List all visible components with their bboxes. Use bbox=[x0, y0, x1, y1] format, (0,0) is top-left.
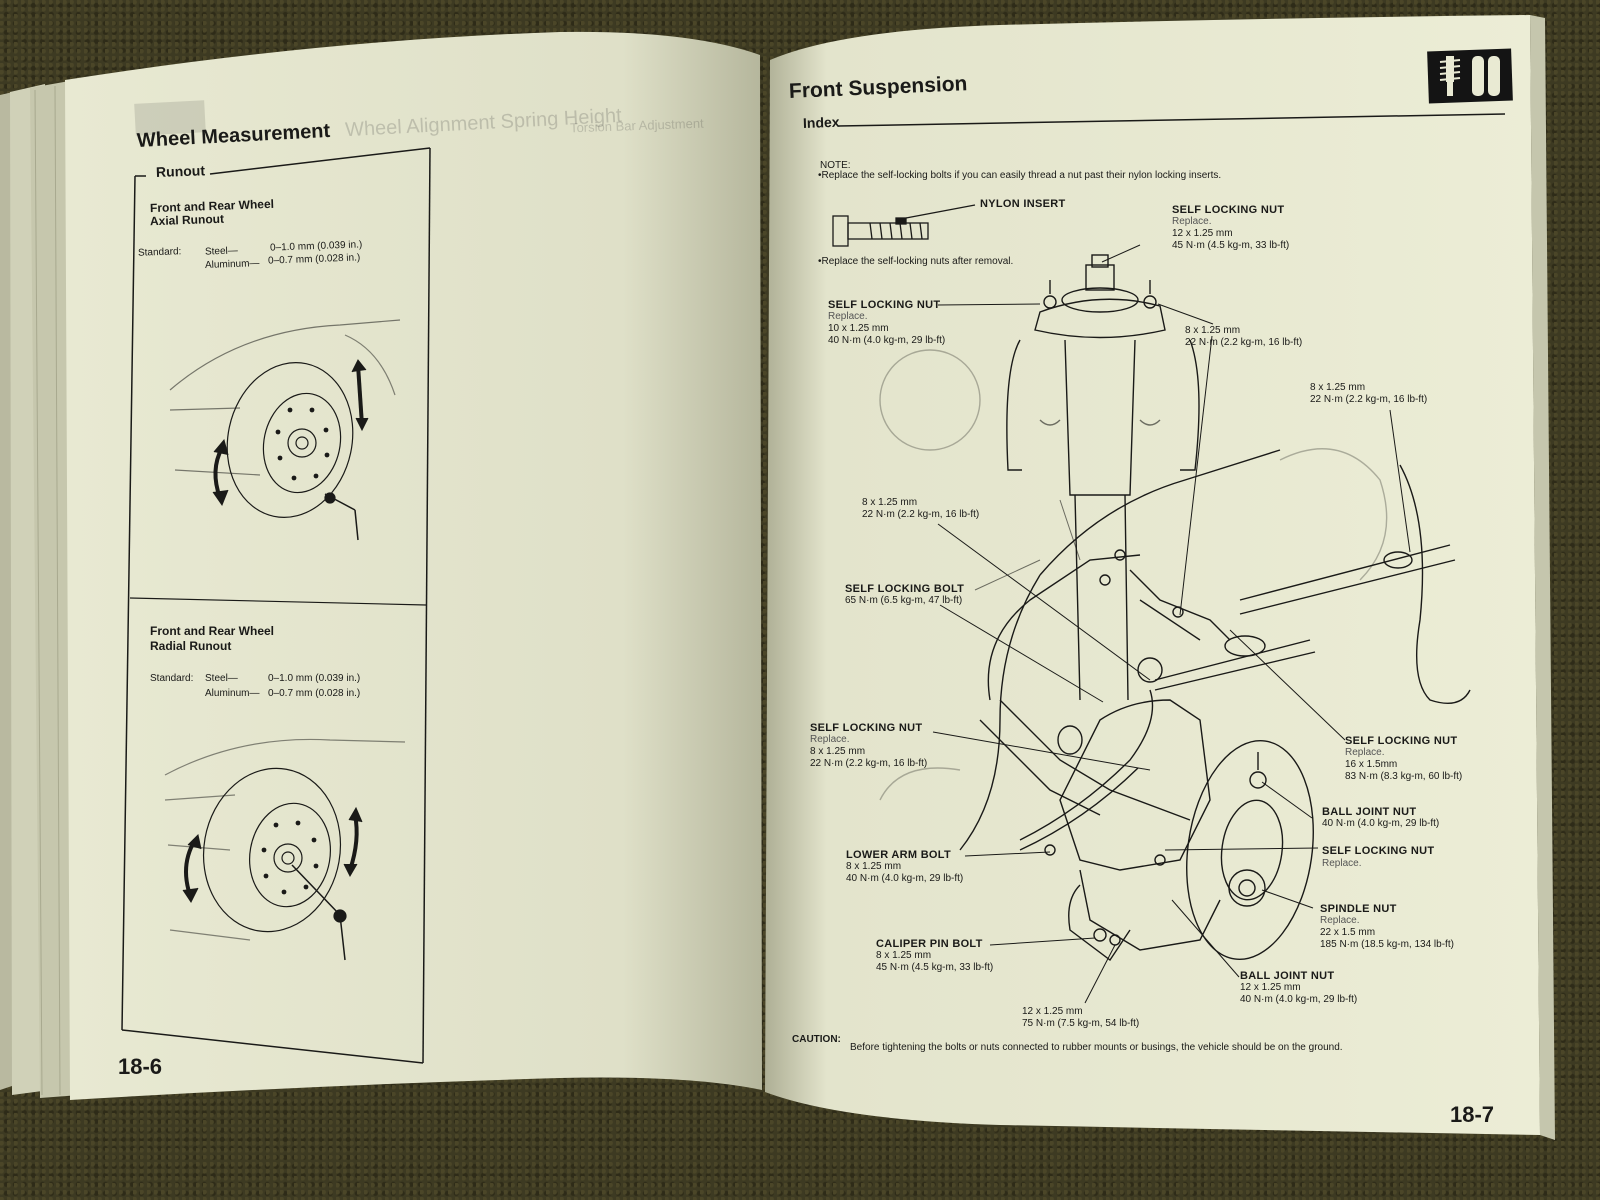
callout-torque: 22 N·m (2.2 kg-m, 16 lb-ft) bbox=[862, 509, 980, 520]
callout-torque: 83 N·m (8.3 kg-m, 60 lb-ft) bbox=[1345, 771, 1463, 782]
callout-size: 10 x 1.25 mm bbox=[828, 323, 889, 334]
callout-title: BALL JOINT NUT bbox=[1240, 970, 1335, 982]
radial-heading-line1: Front and Rear Wheel bbox=[150, 624, 275, 638]
nylon-insert-label: NYLON INSERT bbox=[980, 198, 1066, 210]
callout-title: SELF LOCKING NUT bbox=[1345, 735, 1458, 747]
callout-size: 8 x 1.25 mm bbox=[846, 861, 902, 872]
note-self-locking-nuts: •Replace the self-locking nuts after rem… bbox=[818, 256, 1014, 267]
callout-sub: Replace. bbox=[810, 734, 850, 745]
index-rule bbox=[837, 113, 1506, 127]
callout-sub: Replace. bbox=[828, 311, 868, 322]
radial-steel-value: 0–1.0 mm (0.039 in.) bbox=[268, 673, 361, 684]
caution-label: CAUTION: bbox=[792, 1034, 841, 1045]
radial-heading-line2: Radial Runout bbox=[150, 639, 232, 653]
axial-heading-line2: Axial Runout bbox=[149, 211, 225, 229]
callout-size: 22 x 1.5 mm bbox=[1320, 927, 1376, 938]
right-page-number: 18-7 bbox=[1450, 1102, 1495, 1127]
callout-leader-lines bbox=[932, 244, 1411, 1004]
callout-torque: 40 N·m (4.0 kg-m, 29 lb-ft) bbox=[828, 335, 946, 346]
callout-sub: Replace. bbox=[1320, 915, 1360, 926]
left-page bbox=[65, 31, 762, 1101]
callout-torque: 22 N·m (2.2 kg-m, 16 lb-ft) bbox=[1310, 394, 1428, 405]
left-page-number: 18-6 bbox=[118, 1054, 163, 1079]
callout-size: 8 x 1.25 mm bbox=[1310, 382, 1366, 393]
callout-sub: Replace. bbox=[1172, 216, 1212, 227]
callout-sub: Replace. bbox=[1322, 858, 1362, 869]
callout-torque: 185 N·m (18.5 kg-m, 134 lb-ft) bbox=[1320, 939, 1454, 950]
axial-aluminum-label: Aluminum— bbox=[204, 258, 260, 271]
radial-runout-drawing bbox=[164, 738, 406, 961]
runout-section-heading: Runout bbox=[155, 162, 206, 180]
callout-size: 8 x 1.25 mm bbox=[810, 746, 866, 757]
callout-title: BALL JOINT NUT bbox=[1322, 806, 1417, 818]
callout-title: SPINDLE NUT bbox=[1320, 903, 1397, 915]
runout-frame bbox=[121, 147, 431, 1064]
callout-torque: 45 N·m (4.5 kg-m, 33 lb-ft) bbox=[876, 962, 994, 973]
radial-aluminum-value: 0–0.7 mm (0.028 in.) bbox=[268, 688, 361, 699]
nylon-insert-bolt-drawing bbox=[832, 204, 976, 247]
callout-torque: 40 N·m (4.0 kg-m, 29 lb-ft) bbox=[846, 873, 964, 884]
callout-title: SELF LOCKING NUT bbox=[1322, 845, 1435, 857]
callout-size: 16 x 1.5mm bbox=[1345, 759, 1398, 770]
callout-torque: 22 N·m (2.2 kg-m, 16 lb-ft) bbox=[1185, 337, 1303, 348]
callout-title: LOWER ARM BOLT bbox=[846, 849, 952, 861]
callout-torque: 40 N·m (4.0 kg-m, 29 lb-ft) bbox=[1240, 994, 1358, 1005]
radial-standard-label: Standard: bbox=[150, 673, 194, 684]
note-self-locking-bolts: •Replace the self-locking bolts if you c… bbox=[818, 170, 1222, 181]
bleed-tab bbox=[134, 100, 206, 136]
axial-steel-label: Steel— bbox=[204, 245, 238, 258]
page-stack-right bbox=[1530, 15, 1555, 1140]
axial-standard-label: Standard: bbox=[137, 246, 182, 259]
callout-size: 12 x 1.25 mm bbox=[1240, 982, 1301, 993]
front-suspension-drawing bbox=[879, 254, 1471, 962]
callout-title: CALIPER PIN BOLT bbox=[876, 938, 983, 950]
callout-torque: 40 N·m (4.0 kg-m, 29 lb-ft) bbox=[1322, 818, 1440, 829]
callout-sub: Replace. bbox=[1345, 747, 1385, 758]
callout-size: 12 x 1.25 mm bbox=[1172, 228, 1233, 239]
radial-aluminum-label: Aluminum— bbox=[205, 688, 260, 699]
callout-size: 8 x 1.25 mm bbox=[1185, 325, 1241, 336]
axial-runout-drawing bbox=[169, 319, 401, 541]
caution-text: Before tightening the bolts or nuts conn… bbox=[850, 1042, 1343, 1053]
note-label: NOTE: bbox=[820, 160, 851, 171]
callout-size: 12 x 1.25 mm bbox=[1022, 1006, 1083, 1017]
callout-torque: 45 N·m (4.5 kg-m, 33 lb-ft) bbox=[1172, 240, 1290, 251]
right-page bbox=[765, 15, 1540, 1135]
callout-torque: 65 N·m (6.5 kg-m, 47 lb-ft) bbox=[845, 595, 963, 606]
callout-size: 8 x 1.25 mm bbox=[876, 950, 932, 961]
callout-torque: 22 N·m (2.2 kg-m, 16 lb-ft) bbox=[810, 758, 928, 769]
callout-title: SELF LOCKING NUT bbox=[828, 299, 941, 311]
callout-torque: 75 N·m (7.5 kg-m, 54 lb-ft) bbox=[1022, 1018, 1140, 1029]
callout-size: 8 x 1.25 mm bbox=[862, 497, 918, 508]
callout-title: SELF LOCKING BOLT bbox=[845, 583, 965, 595]
radial-steel-label: Steel— bbox=[205, 673, 238, 684]
shock-absorber-icon bbox=[1427, 48, 1513, 104]
callout-title: SELF LOCKING NUT bbox=[810, 722, 923, 734]
callout-title: SELF LOCKING NUT bbox=[1172, 204, 1285, 216]
index-section-heading: Index bbox=[802, 113, 840, 131]
